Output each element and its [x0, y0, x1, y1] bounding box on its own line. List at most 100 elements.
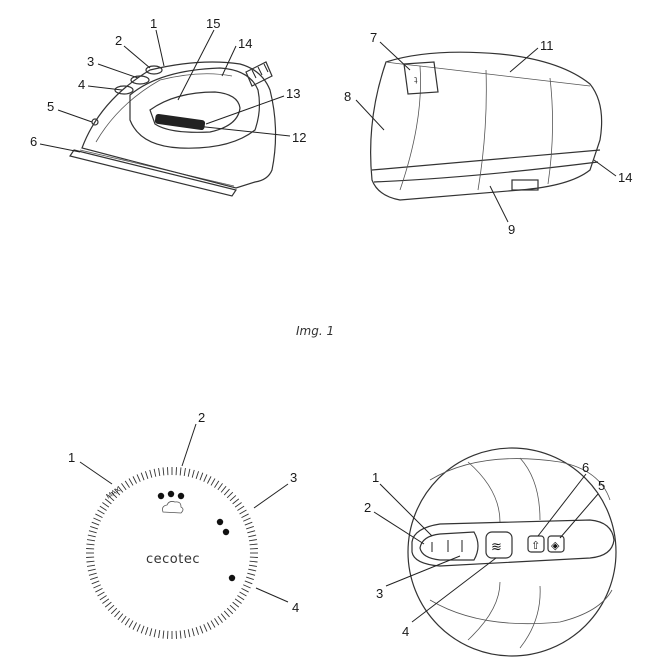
dial-tick	[136, 474, 141, 482]
dial-dot-mid-1	[216, 518, 224, 526]
figure-caption: Img. 1	[296, 324, 334, 338]
panel-callout-5: 5	[598, 478, 605, 493]
dial-tick	[140, 472, 145, 481]
dial-tick	[114, 610, 121, 618]
dial-dot-low	[228, 574, 236, 582]
dial-tick	[239, 509, 247, 515]
dial-tick	[93, 584, 101, 589]
dial-tick	[187, 629, 191, 638]
dial-tick	[87, 534, 96, 538]
dial-tick	[86, 560, 95, 563]
dial-tick	[110, 491, 118, 499]
dial-tick	[232, 601, 240, 608]
dial-tick-ring	[86, 467, 258, 639]
dial-tick	[132, 622, 137, 630]
dial-tick	[144, 471, 149, 479]
dial-tick	[203, 474, 208, 482]
dial-tick	[241, 588, 249, 593]
dial-tick	[88, 572, 97, 576]
side-callout-1: 1	[150, 16, 157, 31]
steam-burst-icon: ≋	[491, 540, 502, 555]
panel-button-5	[547, 535, 565, 553]
dial-tick	[162, 467, 165, 476]
self-clean-icon: ◈	[551, 539, 560, 552]
dial-tick	[234, 502, 242, 508]
dial-tick	[247, 530, 256, 534]
dial-tick	[124, 480, 130, 488]
dial-tick	[86, 539, 96, 542]
dial-tick	[95, 588, 103, 593]
dial-tick	[191, 469, 195, 478]
dial-tick	[86, 564, 96, 567]
iron-back-view: ʇ 7 8 9 11 14	[344, 30, 632, 237]
dial-tick	[128, 620, 134, 628]
dial-tick	[88, 530, 97, 534]
dial-tick	[195, 471, 200, 479]
dial-tick	[90, 525, 98, 530]
dial-tick	[232, 498, 240, 505]
dial-tick	[124, 618, 130, 626]
side-callout-13: 13	[286, 86, 300, 101]
side-callout-4: 4	[78, 77, 85, 92]
dial-tick	[229, 495, 237, 502]
dial-tick	[144, 627, 149, 635]
dial-tick	[243, 517, 251, 522]
dial-tick	[207, 476, 212, 484]
dial-tick	[93, 517, 101, 522]
dial-tick	[102, 598, 110, 604]
dial-tick	[195, 627, 200, 635]
dial-tick	[117, 613, 124, 621]
side-callout-6: 6	[30, 134, 37, 149]
dial-tick	[244, 580, 253, 585]
dial-tick	[239, 591, 247, 597]
dial-tick	[226, 607, 234, 615]
dial-tick	[149, 628, 153, 637]
dial-tick	[132, 476, 137, 484]
dial-tick	[187, 468, 191, 477]
dial-tick	[210, 478, 216, 486]
dial-tick	[136, 624, 141, 632]
side-callout-5: 5	[47, 99, 54, 114]
dial-tick	[248, 568, 257, 572]
svg-text:ʇ: ʇ	[414, 75, 418, 85]
dial-tick	[246, 576, 254, 581]
dial-tick	[229, 604, 237, 611]
panel-callout-1: 1	[372, 470, 379, 485]
dial-tick	[179, 630, 182, 639]
dial-tick	[244, 521, 253, 526]
dial-tick	[95, 513, 103, 518]
dial-tick	[179, 467, 182, 476]
dial-callout-2: 2	[198, 410, 205, 425]
dial-dot-max-3	[177, 492, 185, 500]
dial-tick	[91, 580, 100, 585]
dial-tick	[107, 604, 115, 611]
dial-dot-mid-2	[222, 528, 230, 536]
dial-tick	[207, 622, 212, 630]
dial-tick	[217, 615, 223, 623]
dial-tick	[140, 625, 145, 634]
dial-tick	[97, 591, 105, 597]
dial-tick	[158, 629, 161, 639]
dial-callout-4: 4	[292, 600, 299, 615]
dial-tick	[247, 572, 256, 576]
dial-tick	[153, 629, 157, 638]
dial-dot-max-2	[167, 490, 175, 498]
dial-tick	[220, 613, 227, 621]
dial-tick	[214, 480, 220, 488]
dial-tick	[158, 467, 161, 477]
dial-tick	[102, 502, 110, 508]
dial-tick	[183, 467, 186, 477]
dial-tick	[217, 483, 223, 491]
side-callout-2: 2	[115, 33, 122, 48]
back-callout-11: 11	[540, 38, 554, 53]
steam-burst-button	[485, 531, 513, 559]
dial-tick	[97, 509, 105, 515]
dial-tick	[248, 534, 257, 538]
dial-brand-logo: cecotec	[146, 552, 200, 567]
panel-callout-4: 4	[402, 624, 409, 639]
dial-tick	[99, 505, 107, 511]
dial-tick	[246, 525, 254, 530]
side-callout-3: 3	[87, 54, 94, 69]
back-callout-9: 9	[508, 222, 515, 237]
